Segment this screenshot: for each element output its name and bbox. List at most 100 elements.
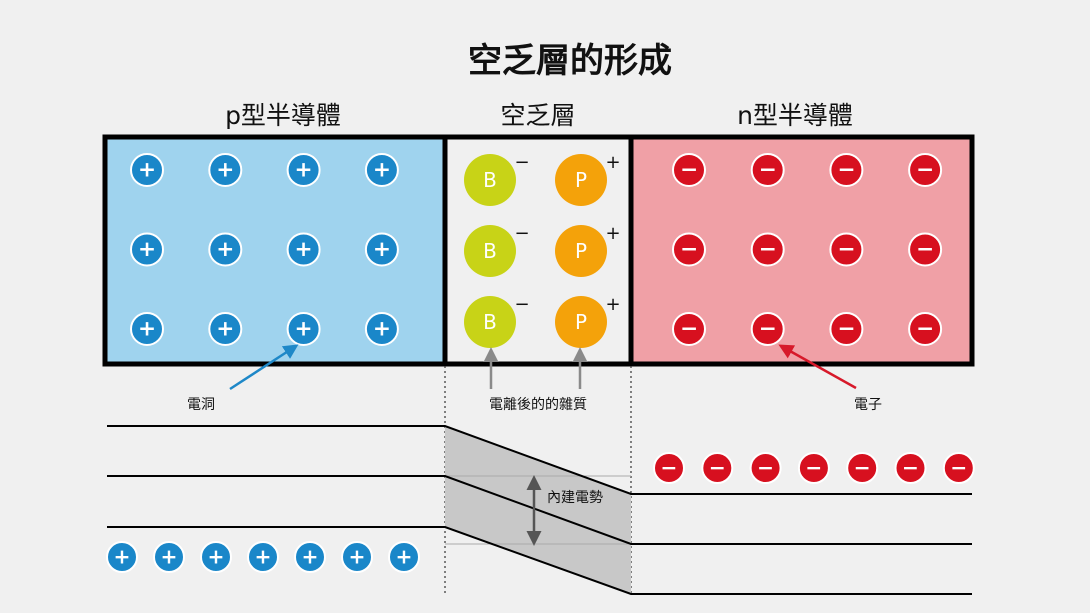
phosphorus-ion-icon: P+ xyxy=(555,294,621,348)
holes-grid: + + + + + + + + + + + + xyxy=(130,153,399,346)
hole-icon-sign: + xyxy=(138,237,156,262)
electron-icon: − xyxy=(672,312,706,346)
hole-annotation: 電洞 xyxy=(187,397,215,413)
electron-icon: − xyxy=(942,452,975,484)
hole-icon-sign: + xyxy=(138,317,156,342)
electron-icon-sign: − xyxy=(661,455,678,479)
phosphorus-ion-icon-label: P xyxy=(575,168,587,192)
electron-icon: − xyxy=(672,232,706,267)
electron-icon: − xyxy=(829,232,864,267)
hole-icon: + xyxy=(364,232,399,267)
electron-icon-sign: − xyxy=(837,317,855,342)
impurity-grid: B−P+B−P+B−P+ xyxy=(464,152,621,348)
electrons-grid: −−−−−−−−−−−− xyxy=(672,153,943,346)
electron-icon-sign: − xyxy=(680,237,698,262)
electron-annotation: 電子 xyxy=(854,397,882,413)
hole-pointer-arrow xyxy=(229,344,299,391)
boron-ion-icon-charge: − xyxy=(514,152,529,173)
electron-pointer-arrow xyxy=(778,344,857,390)
n-region-label: n型半導體 xyxy=(737,101,853,130)
electron-icon-sign: − xyxy=(916,237,934,262)
electron-icon-sign: − xyxy=(916,317,934,342)
electrons-band-row: −−−−−−− xyxy=(653,452,975,484)
boron-ion-icon-label: B xyxy=(483,310,497,334)
hole-icon: + xyxy=(247,541,279,573)
electron-icon: − xyxy=(894,452,927,484)
electron-icon-sign: − xyxy=(680,317,698,342)
hole-icon: + xyxy=(341,541,373,573)
ionized-impurity-annotation: 電離後的的雜質 xyxy=(489,396,587,413)
conduction-band-line xyxy=(107,425,972,495)
electron-icon: − xyxy=(829,312,864,346)
hole-icon-sign: + xyxy=(216,317,234,342)
phosphorus-ion-icon-charge: + xyxy=(605,152,620,173)
boron-ion-icon-label: B xyxy=(483,239,497,263)
p-region-label: p型半導體 xyxy=(225,101,341,130)
boron-ion-icon-charge: − xyxy=(514,294,529,315)
hole-icon: + xyxy=(364,153,399,187)
hole-icon-sign: + xyxy=(295,317,313,342)
electron-icon: − xyxy=(750,232,785,267)
electron-icon-sign: − xyxy=(759,158,777,183)
electron-icon: − xyxy=(653,452,685,484)
electron-icon: − xyxy=(750,312,785,346)
electron-icon: − xyxy=(750,153,785,187)
hole-icon: + xyxy=(208,153,243,187)
boron-ion-icon: B− xyxy=(464,152,530,206)
electron-icon-sign: − xyxy=(902,455,919,479)
phosphorus-ion-icon: P+ xyxy=(555,223,621,277)
hole-icon: + xyxy=(286,232,321,267)
hole-icon: + xyxy=(200,541,232,573)
hole-icon-sign: + xyxy=(349,544,366,568)
hole-icon-sign: + xyxy=(216,158,234,183)
valence-band-line xyxy=(107,526,972,595)
hole-icon: + xyxy=(388,541,420,573)
hole-icon-sign: + xyxy=(373,317,391,342)
phosphorus-ion-icon-charge: + xyxy=(605,223,620,244)
hole-icon-sign: + xyxy=(255,544,272,568)
electron-icon-sign: − xyxy=(757,455,774,479)
hole-icon-sign: + xyxy=(138,158,156,183)
boron-ion-icon: B− xyxy=(464,223,530,277)
hole-icon: + xyxy=(208,312,243,346)
hole-icon: + xyxy=(208,232,243,267)
boron-ion-icon: B− xyxy=(464,294,530,348)
electron-icon: − xyxy=(908,232,943,267)
hole-icon: + xyxy=(286,153,321,187)
electron-icon-sign: − xyxy=(950,455,967,479)
hole-icon-sign: + xyxy=(114,544,131,568)
hole-icon: + xyxy=(130,312,164,346)
diagram-title: 空乏層的形成 xyxy=(468,41,672,81)
hole-icon-sign: + xyxy=(161,544,178,568)
depletion-region-label: 空乏層 xyxy=(500,101,575,130)
phosphorus-ion-icon: P+ xyxy=(555,152,621,206)
phosphorus-ion-icon-label: P xyxy=(575,239,587,263)
electron-icon: − xyxy=(749,452,782,484)
electron-icon: − xyxy=(908,153,943,187)
electron-icon-sign: − xyxy=(759,317,777,342)
electron-icon-sign: − xyxy=(759,237,777,262)
electron-icon-sign: − xyxy=(837,158,855,183)
built-in-potential-label: 內建電勢 xyxy=(547,490,603,506)
electron-icon-sign: − xyxy=(837,237,855,262)
electron-icon-sign: − xyxy=(854,455,871,479)
hole-icon-sign: + xyxy=(302,544,319,568)
electron-icon-sign: − xyxy=(916,158,934,183)
hole-icon: + xyxy=(364,312,399,346)
hole-icon-sign: + xyxy=(295,237,313,262)
hole-icon: + xyxy=(130,232,164,267)
electron-icon: − xyxy=(829,153,864,187)
holes-band-row: + + + + + + + xyxy=(106,541,420,573)
hole-icon-sign: + xyxy=(373,237,391,262)
boron-ion-icon-label: B xyxy=(483,168,497,192)
energy-band-diagram: 內建電勢 xyxy=(107,425,972,595)
hole-icon-sign: + xyxy=(216,237,234,262)
electron-icon: − xyxy=(701,452,734,484)
hole-icon-sign: + xyxy=(373,158,391,183)
electron-icon-sign: − xyxy=(805,455,822,479)
phosphorus-ion-icon-charge: + xyxy=(605,294,620,315)
hole-icon-sign: + xyxy=(295,158,313,183)
boron-ion-icon-charge: − xyxy=(514,223,529,244)
electron-icon: − xyxy=(908,312,943,346)
